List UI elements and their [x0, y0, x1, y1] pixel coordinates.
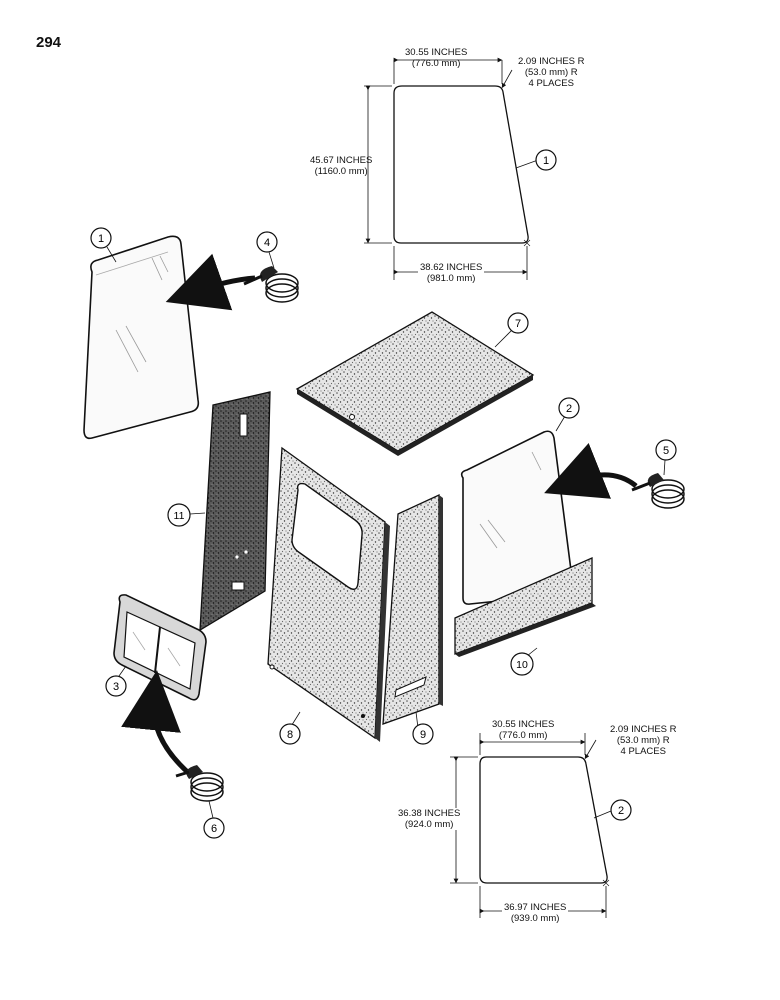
- callout-4: 4: [256, 231, 278, 253]
- glass-1-bottom-width-inches: 38.62 INCHES: [420, 262, 483, 273]
- part-10-lower-panel: [454, 557, 596, 657]
- svg-text:10: 10: [516, 659, 528, 671]
- glass-1-height-mm: (1160.0 mm): [314, 166, 368, 177]
- part-4-seal-roll: [243, 266, 299, 303]
- glass-2-height-label: 36.38 INCHES (924.0 mm): [398, 808, 461, 830]
- glass-1-radius-places: 4 PLACES: [528, 78, 574, 89]
- part-1-side-glass: [83, 235, 200, 440]
- svg-text:7: 7: [515, 318, 521, 330]
- glass-1-dimension-drawing: [364, 57, 539, 280]
- part-7-roof-panel: [295, 311, 535, 456]
- glass-2-height-inches: 36.38 INCHES: [398, 808, 461, 819]
- callout-1-top: 1: [535, 149, 557, 171]
- glass-1-radius-inches: 2.09 INCHES R: [518, 56, 585, 67]
- callout-6: 6: [203, 817, 225, 839]
- callout-8: 8: [279, 723, 301, 745]
- glass-1-radius-label: 2.09 INCHES R (53.0 mm) R 4 PLACES: [518, 56, 585, 89]
- glass-1-radius-leader: [501, 69, 513, 89]
- glass-2-top-width-label: 30.55 INCHES (776.0 mm): [492, 719, 554, 741]
- part-5-seal-roll: [631, 473, 685, 509]
- glass-2-radius-inches: 2.09 INCHES R: [610, 724, 677, 735]
- svg-text:3: 3: [113, 681, 119, 693]
- part-8-front-panel: [267, 446, 390, 742]
- glass-2-top-width-mm: (776.0 mm): [498, 730, 548, 741]
- svg-text:8: 8: [287, 729, 293, 741]
- glass-2-top-width-inches: 30.55 INCHES: [492, 719, 555, 730]
- svg-text:1: 1: [98, 233, 104, 245]
- page-number: 294: [36, 34, 62, 51]
- callout-11: 11: [167, 503, 191, 527]
- callout-1-left: 1: [90, 227, 112, 249]
- svg-text:1: 1: [543, 155, 549, 167]
- svg-text:6: 6: [211, 823, 217, 835]
- callout-9: 9: [412, 723, 434, 745]
- glass-2-bottom-width-mm: (939.0 mm): [510, 913, 560, 924]
- glass-1-bottom-width-label: 38.62 INCHES (981.0 mm): [418, 262, 485, 284]
- glass-1-height-label: 45.67 INCHES (1160.0 mm): [310, 155, 372, 177]
- glass-1-top-width-mm: (776.0 mm): [411, 58, 461, 69]
- callout-2-top: 2: [558, 397, 580, 419]
- glass-2-radius-mm: (53.0 mm) R: [616, 735, 670, 746]
- glass-1-radius-mm: (53.0 mm) R: [524, 67, 578, 78]
- glass-2-bottom-width-inches: 36.97 INCHES: [504, 902, 567, 913]
- callout-2-bottom: 2: [610, 799, 632, 821]
- glass-1-height-inches: 45.67 INCHES: [310, 155, 373, 166]
- glass-2-radius-leader: [584, 739, 597, 760]
- svg-text:9: 9: [420, 729, 426, 741]
- glass-2-outline: [479, 756, 608, 884]
- glass-2-dimension-drawing: [450, 733, 612, 918]
- svg-text:11: 11: [174, 510, 185, 522]
- svg-text:2: 2: [566, 403, 572, 415]
- callout-10: 10: [510, 652, 534, 676]
- glass-2-radius-places: 4 PLACES: [620, 746, 666, 757]
- glass-2-radius-label: 2.09 INCHES R (53.0 mm) R 4 PLACES: [610, 724, 677, 757]
- svg-text:5: 5: [663, 445, 669, 457]
- glass-1-bottom-width-mm: (981.0 mm): [426, 273, 476, 284]
- glass-1-outline: [393, 85, 529, 244]
- svg-text:4: 4: [264, 237, 270, 249]
- svg-text:2: 2: [618, 805, 624, 817]
- part-9-corner-liner: [382, 493, 443, 725]
- callout-3: 3: [105, 675, 127, 697]
- part-6-seal-roll: [175, 765, 224, 802]
- glass-1-top-width-inches: 30.55 INCHES: [405, 47, 468, 58]
- glass-2-height-mm: (924.0 mm): [404, 819, 454, 830]
- part-11-side-liner: [199, 391, 271, 632]
- arrow-seal-5-to-glass-2: [544, 443, 638, 499]
- callout-7: 7: [507, 312, 529, 334]
- arrow-seal-6-to-window-3: [121, 670, 194, 778]
- callout-5: 5: [655, 439, 677, 461]
- part-3-sliding-window: [113, 594, 207, 701]
- glass-1-top-width-label: 30.55 INCHES (776.0 mm): [405, 47, 467, 69]
- glass-2-bottom-width-label: 36.97 INCHES (939.0 mm): [502, 902, 569, 924]
- arrow-seal-4-to-glass-1: [165, 253, 256, 311]
